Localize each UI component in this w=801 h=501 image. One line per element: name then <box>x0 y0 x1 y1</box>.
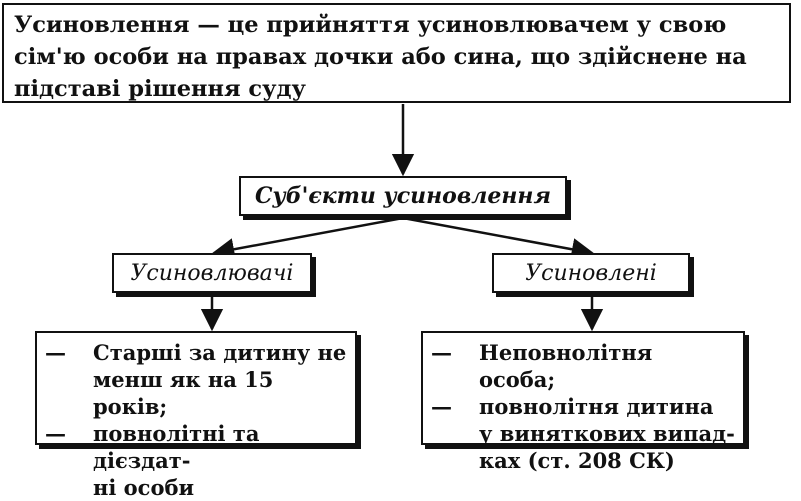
list-item: — Старші за дитину не менш як на 15 рокі… <box>45 339 347 420</box>
list-item-text: повнолітні та дієздат- ні особи <box>93 421 260 500</box>
list-item: — повнолітні та дієздат- ні особи <box>45 420 347 501</box>
adopters-box: Усиновлювачі <box>112 253 312 293</box>
definition-term: Усиновлення <box>14 12 190 38</box>
definition-text: — це прийняття усиновлювачем у свою сім'… <box>14 12 747 102</box>
dash-marker: — <box>45 340 66 365</box>
arrow-subjects-to-adoptees <box>402 216 595 261</box>
list-item: — Неповнолітня особа; <box>431 339 735 393</box>
adoptees-box: Усиновлені <box>492 253 690 293</box>
dash-marker: — <box>45 421 66 446</box>
list-item: — повнолітня дитина у виняткових випад- … <box>431 393 735 474</box>
subjects-box: Суб'єкти усиновлення <box>239 176 567 216</box>
dash-marker: — <box>431 340 452 365</box>
dash-marker: — <box>431 394 452 419</box>
adoptees-list: — Неповнолітня особа; — повнолітня дитин… <box>421 331 745 473</box>
adoptees-title: Усиновлені <box>525 260 657 286</box>
list-item-text: Старші за дитину не менш як на 15 років; <box>93 340 347 419</box>
list-item-text: Неповнолітня особа; <box>479 340 653 392</box>
list-item-text: повнолітня дитина у виняткових випад- ка… <box>479 394 735 473</box>
definition-box: Усиновлення — це прийняття усиновлювачем… <box>2 3 791 103</box>
arrow-subjects-to-adopters <box>211 216 404 261</box>
subjects-title: Суб'єкти усиновлення <box>255 183 551 209</box>
adopters-list: — Старші за дитину не менш як на 15 рокі… <box>35 331 357 500</box>
adopters-title: Усиновлювачі <box>130 260 294 286</box>
